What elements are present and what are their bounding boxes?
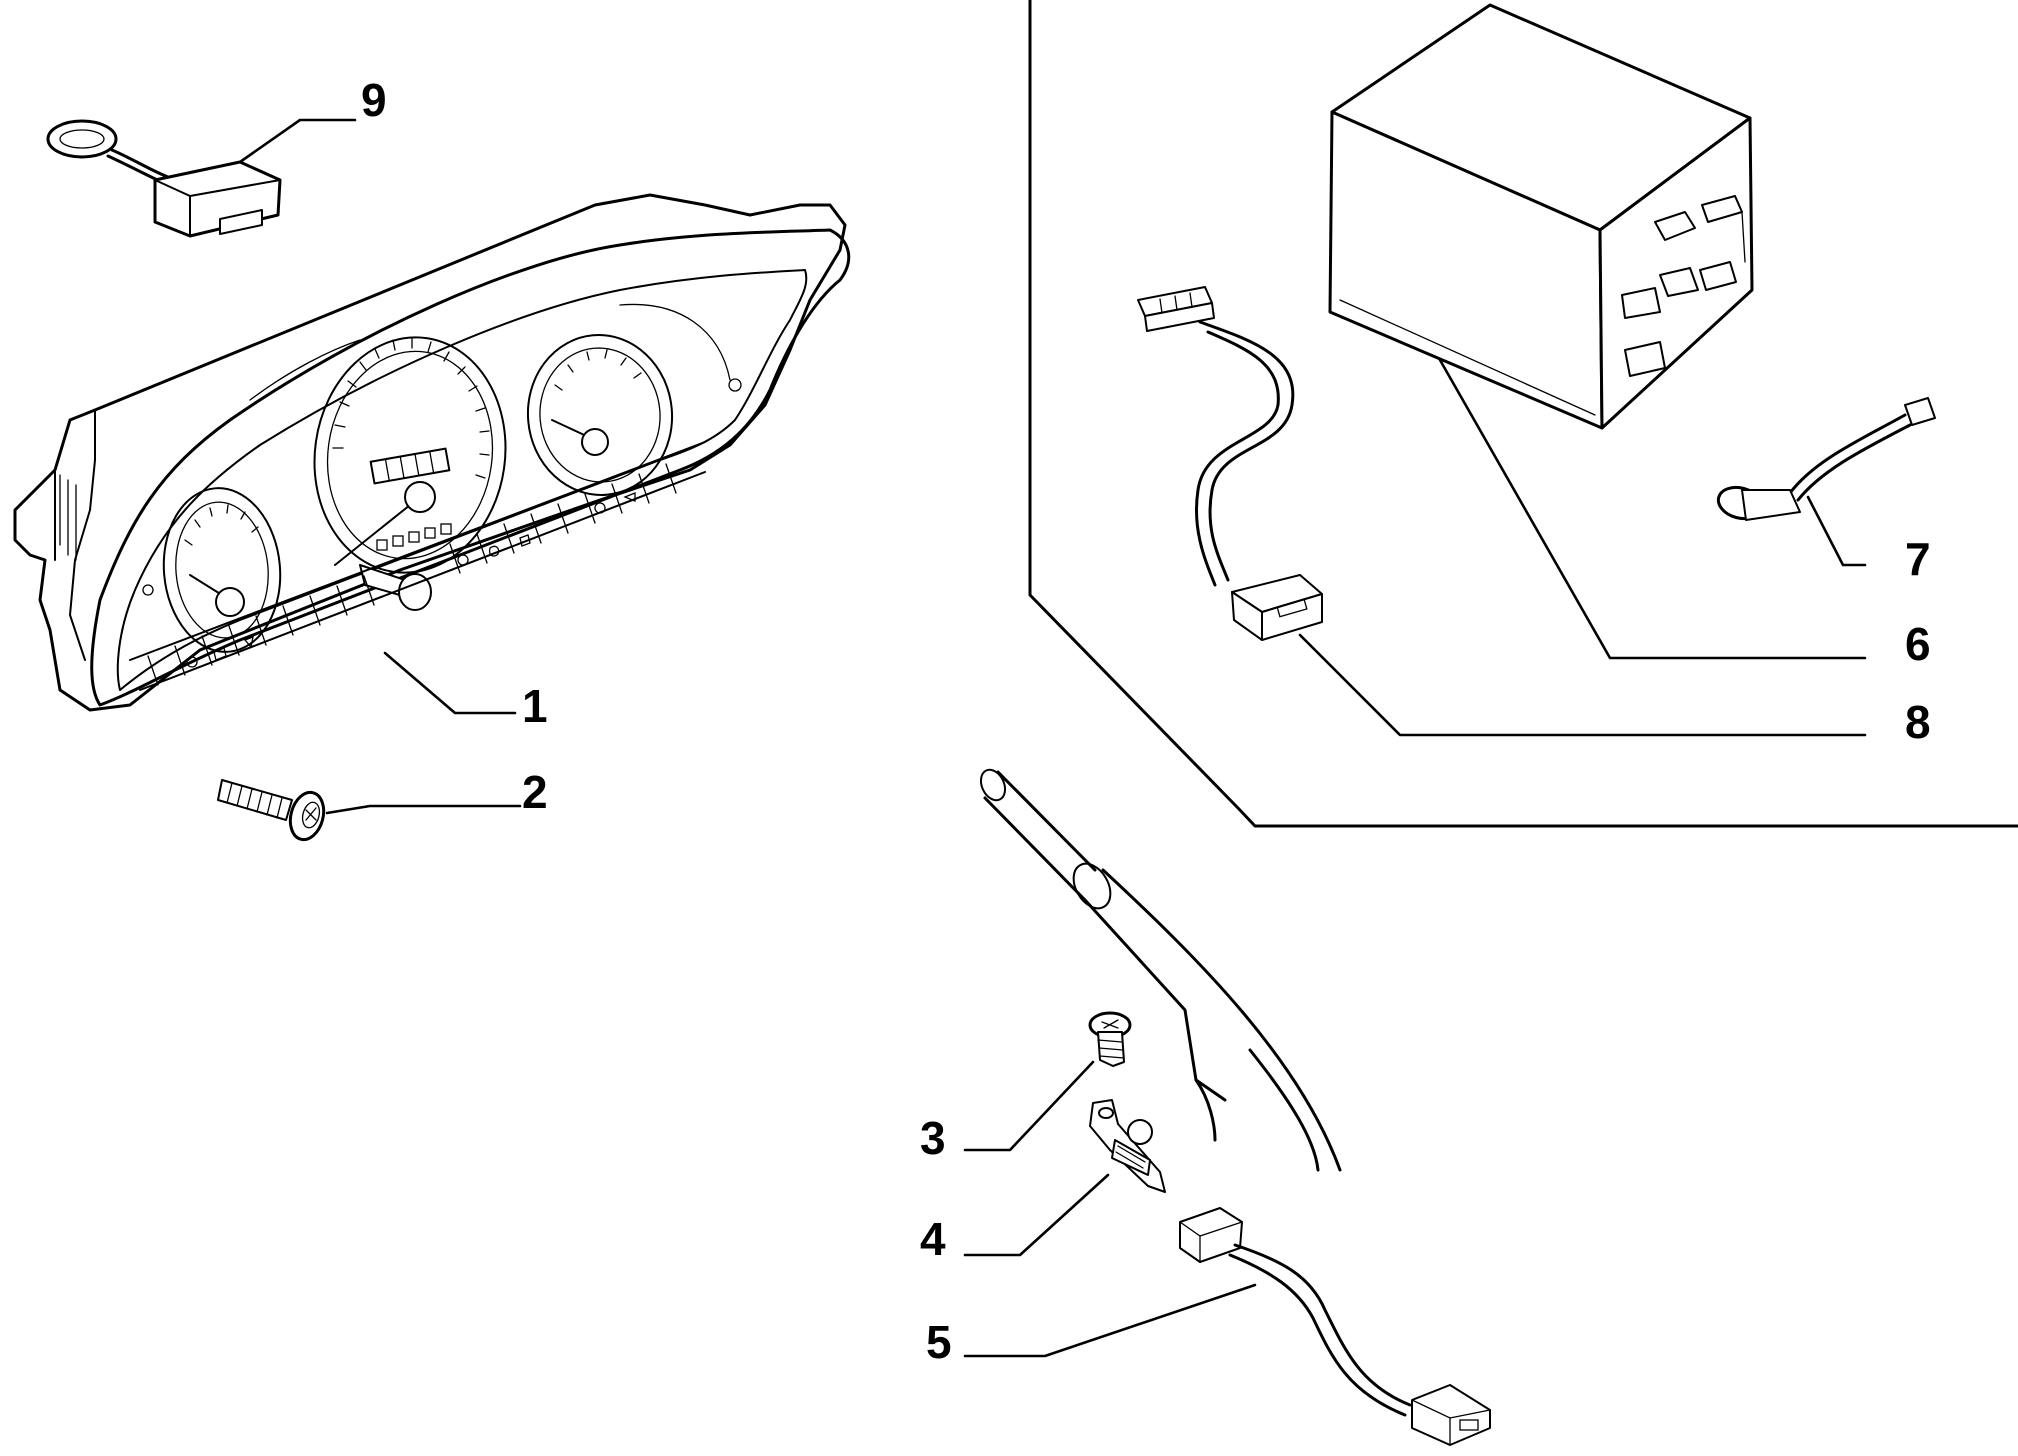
callout-6: 6 [1905, 618, 1931, 670]
callout-2: 2 [522, 766, 548, 818]
callout-4: 4 [920, 1213, 946, 1265]
callout-9: 9 [361, 74, 387, 126]
callout-5: 5 [926, 1316, 952, 1368]
part-7-sensor [1716, 397, 1936, 567]
part-6-relay-unit [1328, 3, 1867, 660]
part-8-harness [1137, 286, 1867, 737]
part-9-key-ring-connector [46, 118, 357, 238]
part-4-switch [963, 1099, 1166, 1257]
handbrake-lever [979, 768, 1342, 1172]
callout-7: 7 [1905, 533, 1931, 585]
part-1-instrument-cluster [13, 193, 851, 715]
callout-labels: 9 1 2 3 4 5 6 7 8 [361, 74, 1931, 1368]
part-5-cable [963, 1207, 1491, 1446]
callout-8: 8 [1905, 696, 1931, 748]
callout-1: 1 [522, 680, 548, 732]
part-2-screw [217, 779, 522, 842]
callout-3: 3 [920, 1112, 946, 1164]
part-3-screw [963, 1011, 1132, 1152]
inset-frame [1028, 0, 2018, 828]
